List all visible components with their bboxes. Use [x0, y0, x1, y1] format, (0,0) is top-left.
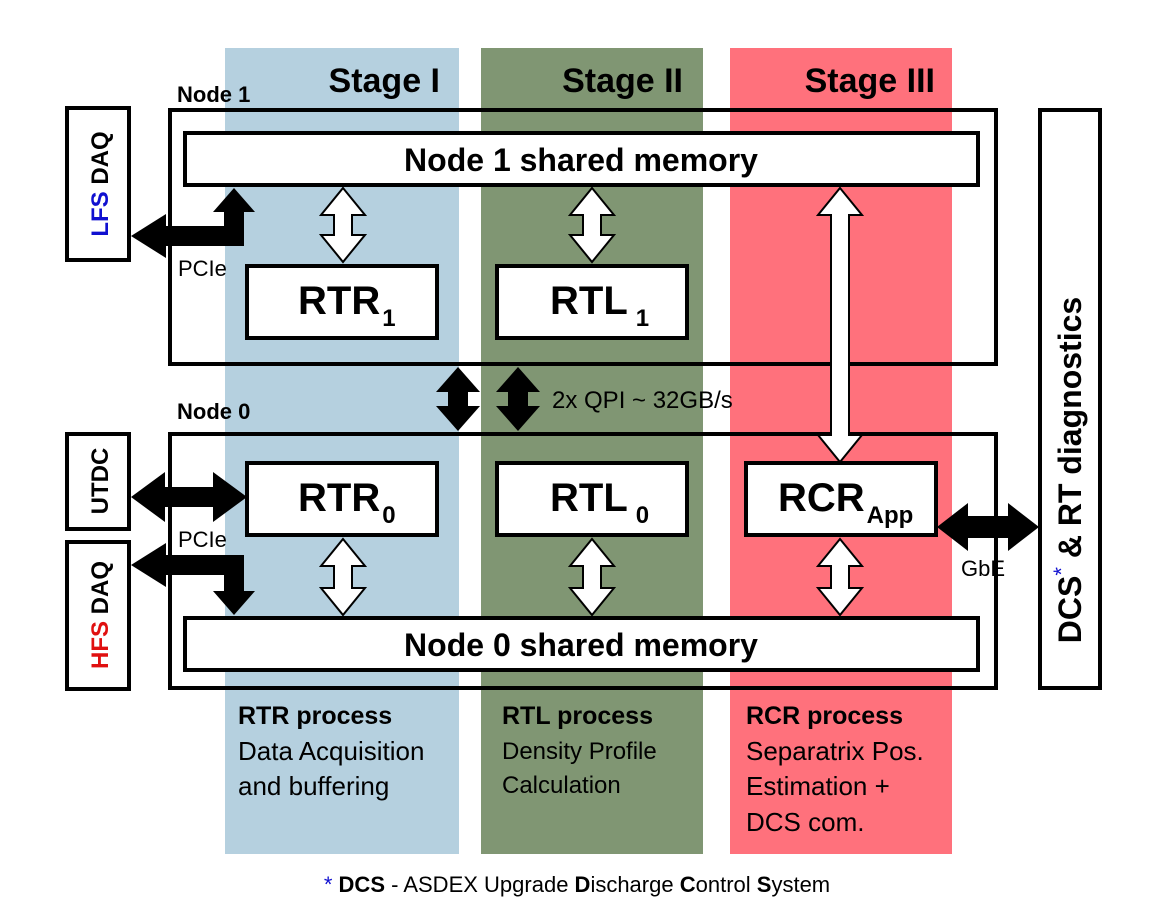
pcie-top-label: PCIe: [178, 256, 227, 281]
rtl1-memory-arrow: [567, 186, 617, 264]
stage-2-label: Stage II: [562, 62, 683, 100]
footnote: * DCS - ASDEX Upgrade Discharge Control …: [324, 872, 830, 897]
node-1-label: Node 1: [177, 82, 250, 107]
rtl1-box: [495, 264, 689, 340]
rtr0-box: [245, 461, 439, 537]
stage-3-label: Stage III: [805, 62, 935, 100]
rtl-process-title: RTL process: [502, 702, 653, 730]
rcr-process-title: RCR process: [746, 702, 903, 730]
rtr1-box: [245, 264, 439, 340]
rt-diagnostics-label: DCS* & RT diagnostics: [1049, 297, 1088, 643]
rcr-node1-memory-arrow: [815, 186, 865, 464]
utdc-box: [65, 432, 131, 531]
utdc-label: UTDC: [87, 448, 114, 515]
gbe-label: GbE: [961, 556, 1005, 581]
node-1-shared-memory-label: Node 1 shared memory: [404, 142, 758, 178]
rcr-process-line-3: DCS com.: [746, 807, 864, 837]
lfs-pcie-arrow: [131, 188, 255, 258]
hfs-pcie-arrow: [131, 543, 255, 615]
rcr-app-box: [744, 461, 938, 537]
stage-1-label: Stage I: [329, 62, 440, 100]
qpi-label: 2x QPI ~ 32GB/s: [552, 387, 733, 414]
pcie-bottom-label: PCIe: [178, 527, 227, 552]
rcr-app-label: RCRApp: [778, 476, 913, 529]
rcr-node0-memory-arrow: [815, 537, 865, 617]
rtr-process-line-1: Data Acquisition: [238, 736, 424, 766]
rtl-process-line-1: Density Profile: [502, 738, 657, 765]
rtr0-memory-arrow: [318, 537, 368, 617]
gbe-arrow: [937, 503, 1039, 551]
node-0-label: Node 0: [177, 399, 250, 424]
hfs-daq-box: [65, 540, 131, 691]
utdc-pcie-arrow: [131, 472, 247, 522]
node-0-shared-memory: [183, 616, 980, 672]
rcr-process-line-2: Estimation +: [746, 771, 890, 801]
hfs-daq-label: HFS DAQ: [87, 561, 114, 669]
qpi-arrow-1: [436, 367, 480, 431]
rtr-process-line-2: and buffering: [238, 771, 389, 801]
rcr-process-line-1: Separatrix Pos.: [746, 736, 924, 766]
rtl-process-line-2: Calculation: [502, 772, 621, 799]
qpi-arrow-2: [496, 367, 540, 431]
rtr-process-title: RTR process: [238, 702, 392, 730]
rtl0-box: [495, 461, 689, 537]
node-1-shared-memory: [183, 131, 980, 187]
rt-diagnostics-box: [1038, 108, 1102, 690]
rtl0-memory-arrow: [567, 537, 617, 617]
rtr1-memory-arrow: [318, 186, 368, 264]
lfs-daq-box: [65, 106, 131, 262]
rtr0-label: RTR0: [298, 476, 396, 529]
rtr1-label: RTR1: [298, 279, 396, 332]
node-0-shared-memory-label: Node 0 shared memory: [404, 627, 758, 663]
lfs-daq-label: LFS DAQ: [87, 131, 114, 236]
